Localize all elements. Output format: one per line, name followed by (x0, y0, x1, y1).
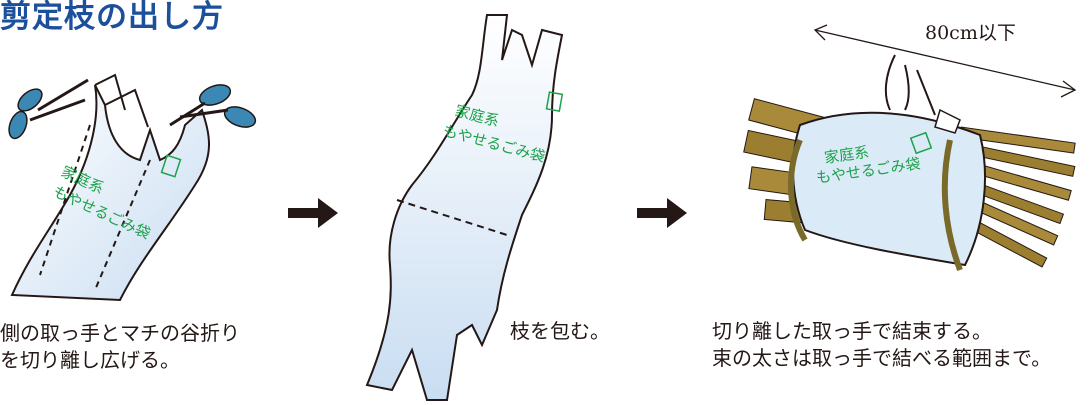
page-title: 剪定枝の出し方 (0, 0, 224, 35)
scissors-icon (169, 84, 257, 128)
step2-caption: 枝を包む。 (510, 319, 610, 343)
scissors-icon (8, 78, 89, 140)
bag-body (365, 14, 564, 401)
arrow-right-icon (288, 198, 338, 228)
bag-body (792, 111, 986, 267)
step3-illustration: 家庭系 もやせるごみ袋 (743, 24, 1077, 272)
size-limit-label: 80cm以下 (925, 22, 1016, 44)
bag-body (10, 84, 210, 302)
step3-caption-line1: 切り離した取っ手で結束する。 (712, 319, 992, 343)
step1-illustration: 家庭系 もやせるごみ袋 (8, 73, 257, 302)
step2-illustration: 家庭系 もやせるごみ袋 (365, 14, 564, 401)
step3-caption-line2: 束の太さは取っ手で結べる範囲まで。 (712, 346, 1052, 370)
arrow-right-icon (637, 198, 687, 228)
step1-caption-line1: 側の取っ手とマチの谷折り (0, 321, 240, 345)
step1-caption-line2: を切り離し広げる。 (0, 348, 180, 372)
